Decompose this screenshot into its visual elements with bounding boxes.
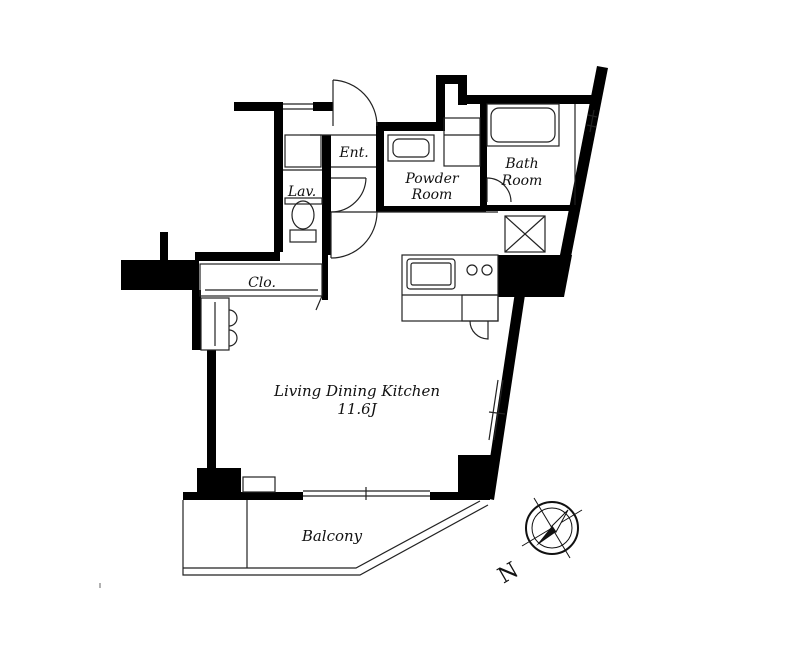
- bathtub-inner: [490, 107, 556, 143]
- front-door-swing: [332, 79, 378, 127]
- bathtub: [486, 103, 560, 147]
- compass-ring-inner: [531, 507, 573, 549]
- fridge-door-swing: [469, 320, 489, 340]
- right-window-mark: [488, 411, 506, 415]
- washing-machine-space: [443, 117, 481, 167]
- compass-ring: [525, 501, 579, 555]
- lav-door-swing: [330, 177, 367, 213]
- compass: [521, 497, 583, 559]
- stove-burner-1: [466, 264, 478, 276]
- wall-clo-right: [322, 250, 328, 300]
- label-entrance: Ent.: [338, 145, 368, 161]
- side-storage: [200, 297, 230, 351]
- bath-window-b: [587, 114, 598, 118]
- balcony-outline: [182, 500, 489, 576]
- lav-shelf: [284, 197, 323, 205]
- wall-entry-inner: [313, 102, 333, 111]
- storage-x: [504, 215, 546, 253]
- label-ldk-size: 11.6J: [337, 400, 377, 418]
- bath-window-a: [589, 109, 595, 133]
- wall-left-h: [195, 252, 280, 261]
- label-lavatory: Lav.: [287, 184, 316, 200]
- bottom-box: [242, 476, 276, 493]
- room-labels: Ent. Powder Room Bath Room Lav. Clo. Liv…: [248, 145, 542, 545]
- wall-right-lower: [484, 292, 525, 500]
- closet-box: [199, 263, 323, 297]
- bath-window-c: [586, 124, 597, 128]
- balcony-inner: [183, 500, 481, 569]
- label-powder-room-2: Room: [411, 187, 453, 203]
- interior-lines: [182, 103, 598, 576]
- compass-north-letter: N: [494, 558, 523, 589]
- washbasin: [392, 138, 430, 158]
- doors: [228, 79, 512, 347]
- wall-lav-right: [322, 135, 331, 255]
- kitchen-sink: [406, 258, 456, 290]
- wall-top-notch-v2: [458, 75, 467, 105]
- wall-left-lower: [207, 350, 216, 470]
- fridge-space: [461, 294, 499, 322]
- wall-top-entry: [234, 102, 280, 111]
- storage-x-line2: [504, 215, 546, 253]
- side-door-swing: [228, 309, 238, 347]
- wall-left-top: [160, 232, 168, 262]
- wall-bottom: [183, 492, 303, 500]
- compass-needle-light: [551, 509, 569, 533]
- wall-block-kitchen: [498, 255, 572, 297]
- compass-needle-dark: [536, 526, 556, 546]
- label-ldk: Living Dining Kitchen: [273, 382, 440, 400]
- wall-entry-left: [274, 102, 283, 252]
- wall-top-mid: [376, 122, 444, 131]
- right-window-b: [488, 379, 499, 441]
- kitchen-counter: [401, 254, 499, 322]
- washbasin-counter: [387, 134, 435, 162]
- outer-walls: [121, 66, 608, 500]
- shoe-cabinet: [284, 134, 322, 168]
- wall-bath-left: [480, 95, 487, 210]
- wall-left-v: [192, 290, 201, 350]
- hall-door-swing: [330, 211, 378, 259]
- label-closet: Clo.: [248, 275, 276, 291]
- label-bath-room-2: Room: [501, 173, 543, 189]
- bath-door-swing: [486, 177, 512, 203]
- label-powder-room-1: Powder: [404, 171, 460, 187]
- closet-door-swing: [315, 295, 323, 311]
- toilet-tank: [289, 229, 317, 243]
- kitchen-sink-inner: [410, 262, 452, 286]
- toilet-bowl: [291, 200, 315, 230]
- label-balcony: Balcony: [301, 527, 363, 545]
- wall-top-notch-h: [436, 75, 466, 84]
- right-window-a: [493, 379, 504, 441]
- wall-right-upper: [559, 66, 608, 262]
- wall-top-bath: [458, 95, 596, 104]
- wall-powder-bottom: [376, 206, 486, 212]
- wall-bottom-right: [430, 492, 490, 500]
- wall-bath-bottom: [480, 205, 575, 211]
- wall-block-bottom-right: [458, 455, 492, 500]
- wall-powder-left: [376, 122, 384, 212]
- label-bath-room-1: Bath: [504, 156, 538, 172]
- stove-burner-2: [481, 264, 493, 276]
- wall-top-notch-v: [436, 75, 445, 131]
- wall-left-block: [121, 260, 199, 290]
